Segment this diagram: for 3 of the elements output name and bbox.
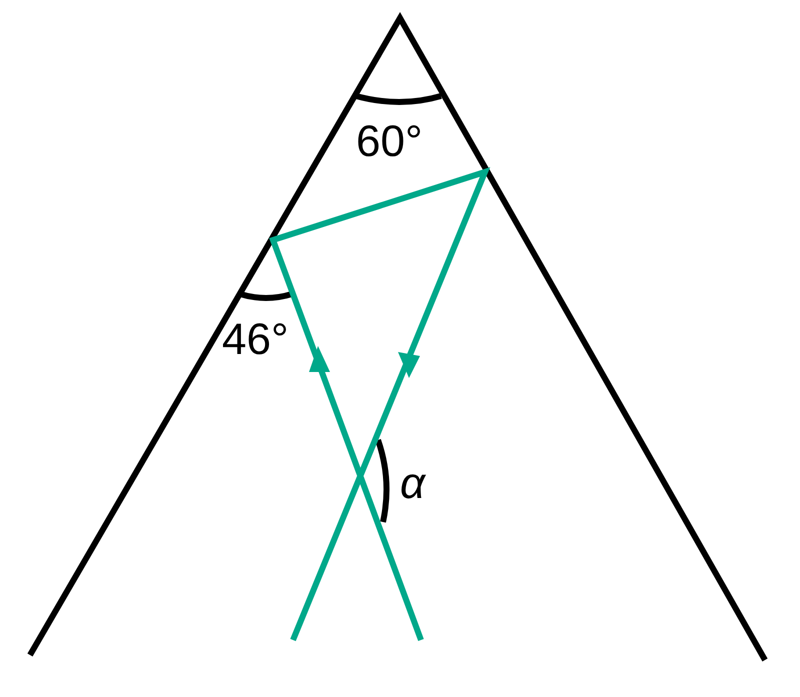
angle-label: α [400, 462, 426, 506]
angle-label: 46° [222, 318, 289, 362]
angle-label: 60° [356, 120, 423, 164]
